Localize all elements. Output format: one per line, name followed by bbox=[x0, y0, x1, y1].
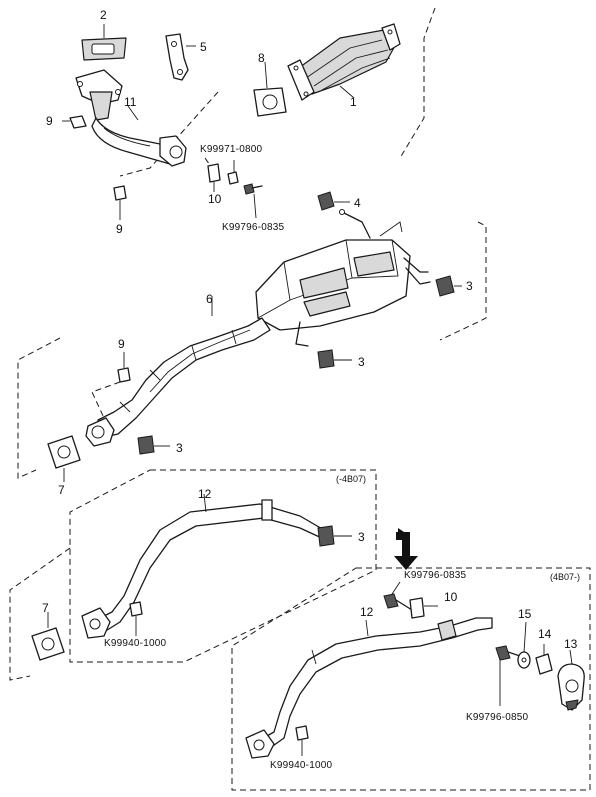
callout-5: 5 bbox=[200, 40, 207, 54]
washer-part-15 bbox=[517, 621, 531, 669]
callout-3-mid: 3 bbox=[358, 355, 365, 369]
part-code-labels: K99971-0800 K99796-0835 K99940-1000 K997… bbox=[104, 144, 528, 771]
group-boundary-left bbox=[17, 337, 61, 479]
code-k99940-1000-early: K99940-1000 bbox=[104, 638, 166, 649]
nut-k99940-early bbox=[129, 601, 143, 636]
group-boundary-late bbox=[231, 567, 591, 791]
hanger-part-4 bbox=[317, 191, 350, 211]
variant-notes: (-4B07) (4B07-) bbox=[336, 474, 580, 582]
tail-pipe-part-12-late bbox=[245, 617, 493, 759]
tail-pipe-group-late bbox=[231, 567, 591, 791]
code-k99796-0835-lower: K99796-0835 bbox=[404, 570, 466, 581]
callout-3-lower: 3 bbox=[358, 530, 365, 544]
hanger-part-3-right bbox=[435, 275, 462, 297]
code-k99796-0835-top: K99796-0835 bbox=[222, 222, 284, 233]
muffler-part-6 bbox=[255, 221, 431, 347]
callout-labels: 2 5 8 1 9 11 10 9 4 3 6 9 3 3 7 12 3 7 1… bbox=[42, 8, 578, 651]
bolt-k99796-0835-lower bbox=[383, 581, 413, 611]
callout-3-right: 3 bbox=[466, 279, 473, 293]
change-arrow bbox=[394, 528, 418, 570]
bracket-part-5 bbox=[165, 33, 196, 81]
hanger-part-3-left bbox=[137, 435, 170, 455]
clip-part-10 bbox=[207, 163, 221, 192]
callout-10-top: 10 bbox=[208, 192, 222, 206]
bolt-k99796-0850 bbox=[495, 645, 521, 706]
callout-7-lower: 7 bbox=[42, 601, 49, 615]
group-boundary-early bbox=[69, 469, 377, 663]
callout-11: 11 bbox=[124, 95, 137, 109]
spacer-part-14 bbox=[535, 644, 553, 675]
hanger-part-3-mid bbox=[317, 349, 352, 369]
callout-8: 8 bbox=[258, 51, 265, 65]
callout-12-early: 12 bbox=[198, 487, 212, 501]
front-pipe-part-11 bbox=[75, 69, 187, 167]
mount-part-13 bbox=[557, 649, 585, 711]
code-k99796-0850: K99796-0850 bbox=[466, 712, 528, 723]
gasket-part-7-mid bbox=[47, 435, 81, 482]
callout-6: 6 bbox=[206, 292, 213, 306]
nut-part-9-top bbox=[62, 115, 87, 129]
callout-9-mid: 9 bbox=[116, 222, 123, 236]
hanger-rod bbox=[341, 211, 371, 239]
gasket-part-2 bbox=[81, 24, 127, 61]
tail-pipe-part-12-early bbox=[81, 493, 327, 639]
callout-10-lower: 10 bbox=[444, 590, 458, 604]
callout-4: 4 bbox=[354, 196, 361, 210]
nut-k99971 bbox=[227, 160, 239, 185]
manifold-group bbox=[62, 7, 436, 220]
catalytic-converter-part-1 bbox=[287, 23, 401, 101]
leader-dash-top bbox=[119, 91, 219, 177]
gasket-part-7-lower bbox=[31, 612, 65, 661]
bolt-k99796-0835-top bbox=[243, 183, 263, 219]
gasket-part-8 bbox=[253, 61, 287, 117]
nut-part-9-mid bbox=[113, 185, 127, 220]
callout-7-mid: 7 bbox=[58, 483, 65, 497]
note-after-4b07: (4B07-) bbox=[550, 572, 580, 582]
hanger-part-3-lower bbox=[317, 525, 352, 547]
callout-9-center: 9 bbox=[118, 337, 125, 351]
callout-14: 14 bbox=[538, 627, 552, 641]
muffler-group bbox=[17, 191, 487, 482]
callout-1: 1 bbox=[350, 95, 357, 109]
center-pipe bbox=[85, 296, 271, 447]
group-boundary-top bbox=[399, 7, 436, 159]
leader-dash-early bbox=[9, 547, 71, 681]
code-k99940-1000-late: K99940-1000 bbox=[270, 760, 332, 771]
clip-part-10-lower bbox=[409, 597, 438, 619]
nut-k99940-late bbox=[295, 725, 309, 756]
code-k99971-0800: K99971-0800 bbox=[200, 144, 262, 155]
nut-part-9-center bbox=[91, 352, 131, 419]
tail-pipe-group-early bbox=[9, 469, 377, 681]
group-boundary-mid bbox=[439, 221, 487, 341]
callout-13: 13 bbox=[564, 637, 578, 651]
note-before-4b07: (-4B07) bbox=[336, 474, 366, 484]
callout-2: 2 bbox=[100, 8, 107, 22]
callout-12-late: 12 bbox=[360, 605, 374, 619]
callout-15: 15 bbox=[518, 607, 532, 621]
callout-9-top: 9 bbox=[46, 114, 53, 128]
callout-3-left: 3 bbox=[176, 441, 183, 455]
